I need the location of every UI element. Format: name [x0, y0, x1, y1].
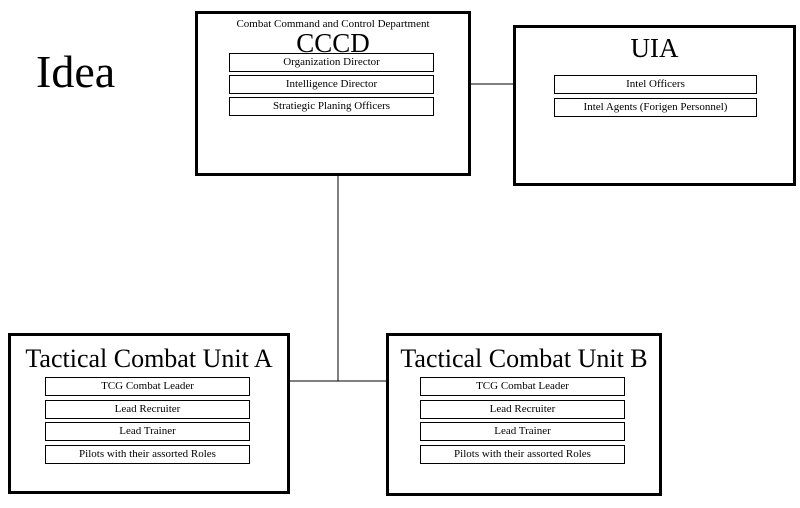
unit-b-title: Tactical Combat Unit B: [400, 344, 648, 373]
unit-b-role-lead-trainer: Lead Trainer: [420, 422, 625, 441]
uia-title: UIA: [630, 33, 679, 63]
unit-a-title: Tactical Combat Unit A: [25, 344, 273, 373]
unit-b-role-pilots: Pilots with their assorted Roles: [420, 445, 625, 464]
unit-a-role-combat-leader: TCG Combat Leader: [45, 377, 250, 396]
page-title: Idea: [36, 46, 116, 97]
cccd-subtitle: Combat Command and Control Department: [236, 18, 430, 30]
unit-a-role-lead-recruiter: Lead Recruiter: [45, 400, 250, 419]
unit-b-role-lead-recruiter: Lead Recruiter: [420, 400, 625, 419]
cccd-role-organization-director: Organization Director: [229, 53, 434, 72]
cccd-role-strategic-planing-officers: Stratiegic Planing Officers: [229, 97, 434, 116]
uia-role-intel-officers: Intel Officers: [554, 75, 757, 94]
unit-b-role-combat-leader: TCG Combat Leader: [420, 377, 625, 396]
unit-a-role-pilots: Pilots with their assorted Roles: [45, 445, 250, 464]
uia-role-intel-agents: Intel Agents (Forigen Personnel): [554, 98, 757, 117]
cccd-role-intelligence-director: Intelligence Director: [229, 75, 434, 94]
unit-a-role-lead-trainer: Lead Trainer: [45, 422, 250, 441]
